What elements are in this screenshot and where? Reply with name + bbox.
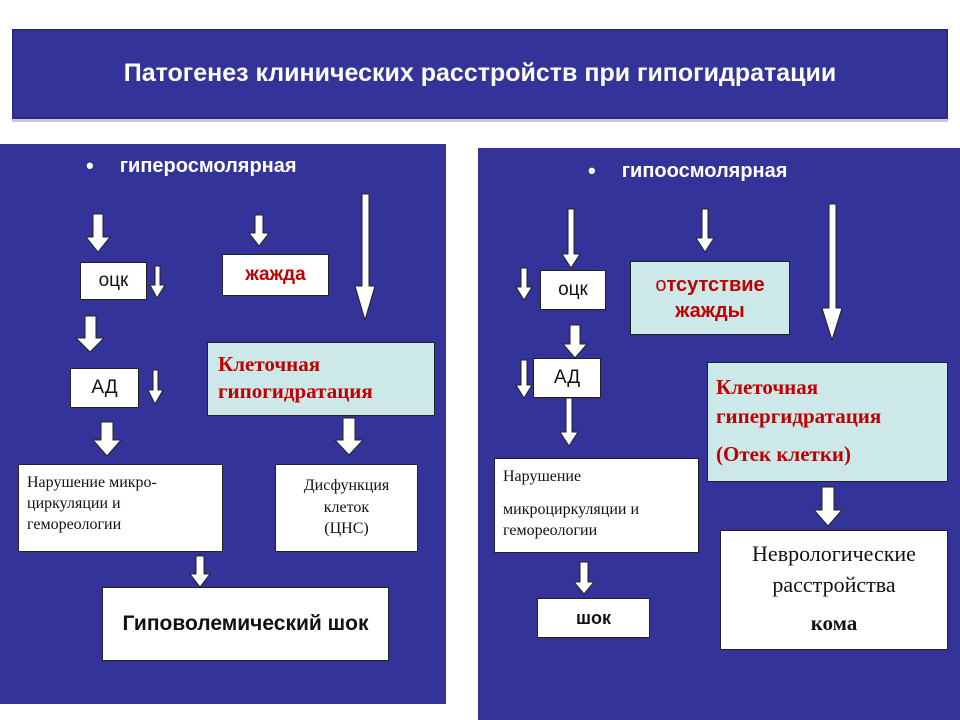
left-ock-label: оцк bbox=[98, 270, 129, 291]
right-neuro-box: Неврологические расстройства кома bbox=[720, 530, 948, 650]
right-coma-label: кома bbox=[810, 610, 858, 635]
dysfunction-line-1: Дисфункция bbox=[303, 477, 390, 494]
dysfunction-line-2: клеток bbox=[323, 498, 370, 516]
arrow-down-icon bbox=[84, 213, 112, 253]
right-no-thirst-box: отсутствие жажды bbox=[630, 261, 790, 335]
right-micro-box: Нарушение микроциркуляции и гемореологии bbox=[494, 458, 699, 553]
left-ad-box: АД bbox=[70, 368, 139, 408]
left-heading-text: гиперосмолярная bbox=[119, 154, 297, 177]
left-micro-box: Нарушение микро-циркуляции и гемореологи… bbox=[18, 464, 223, 552]
right-shock-label: шок bbox=[575, 607, 611, 628]
right-ad-box: АД bbox=[533, 358, 601, 398]
right-cell-label: Клеточная гипергидратация bbox=[716, 375, 882, 429]
arrow-down-icon bbox=[812, 486, 844, 527]
arrow-down-icon bbox=[561, 208, 581, 269]
long-arrow-down-icon bbox=[354, 193, 376, 322]
left-dysfunction-box: Дисфункция клеток (ЦНС) bbox=[275, 464, 418, 552]
title-bar: Патогенез клинических расстройств при ги… bbox=[12, 29, 948, 119]
right-no-thirst-label: отсутствие жажды bbox=[631, 272, 789, 324]
right-neuro-label: Неврологические расстройства bbox=[752, 541, 916, 597]
arrow-down-icon bbox=[91, 421, 123, 457]
no-thirst-rest: тсутствие жажды bbox=[666, 274, 765, 322]
bullet-icon: • bbox=[86, 153, 94, 178]
left-thirst-label: жажда bbox=[245, 264, 306, 285]
right-ad-label: АД bbox=[553, 367, 581, 388]
long-arrow-down-icon bbox=[821, 203, 843, 342]
left-ad-label: АД bbox=[91, 377, 118, 398]
arrow-down-icon bbox=[515, 267, 533, 301]
right-cell-box: Клеточная гипергидратация (Отек клетки) bbox=[707, 362, 948, 482]
left-ock-box: оцк bbox=[80, 262, 147, 300]
arrow-down-icon bbox=[559, 397, 579, 447]
right-micro-line-1: Нарушение bbox=[503, 468, 582, 485]
left-cell-label: Клеточная гипогидратация bbox=[218, 352, 373, 404]
right-heading: • гипоосмолярная bbox=[588, 158, 787, 184]
right-micro-line-2: микроциркуляции и гемореологии bbox=[503, 500, 640, 539]
arrow-down-icon bbox=[572, 561, 596, 595]
arrow-down-icon bbox=[74, 315, 106, 353]
arrow-down-icon bbox=[149, 265, 166, 300]
left-micro-label: Нарушение микро-циркуляции и гемореологи… bbox=[27, 474, 157, 533]
right-ock-label: оцк bbox=[558, 279, 588, 300]
right-edema-label: (Отек клетки) bbox=[716, 441, 852, 466]
left-cell-box: Клеточная гипогидратация bbox=[207, 342, 435, 416]
left-heading: • гиперосмолярная bbox=[86, 153, 297, 179]
arrow-down-icon bbox=[561, 324, 589, 359]
page-title: Патогенез клинических расстройств при ги… bbox=[123, 59, 837, 88]
no-thirst-first-letter: о bbox=[655, 274, 667, 296]
bullet-icon: • bbox=[588, 158, 596, 183]
left-shock-box: Гиповолемический шок bbox=[102, 587, 389, 661]
right-heading-text: гипоосмолярная bbox=[621, 159, 788, 182]
right-ock-box: оцк bbox=[540, 270, 606, 310]
left-thirst-box: жажда bbox=[222, 254, 329, 296]
arrow-down-icon bbox=[147, 369, 164, 406]
arrow-down-icon bbox=[247, 214, 271, 247]
arrow-down-icon bbox=[188, 555, 212, 588]
arrow-down-icon bbox=[695, 208, 715, 253]
right-shock-box: шок bbox=[537, 598, 650, 638]
dysfunction-line-3: (ЦНС) bbox=[324, 520, 369, 538]
arrow-down-icon bbox=[333, 417, 365, 456]
arrow-down-icon bbox=[515, 359, 533, 399]
left-shock-label: Гиповолемический шок bbox=[122, 611, 369, 635]
